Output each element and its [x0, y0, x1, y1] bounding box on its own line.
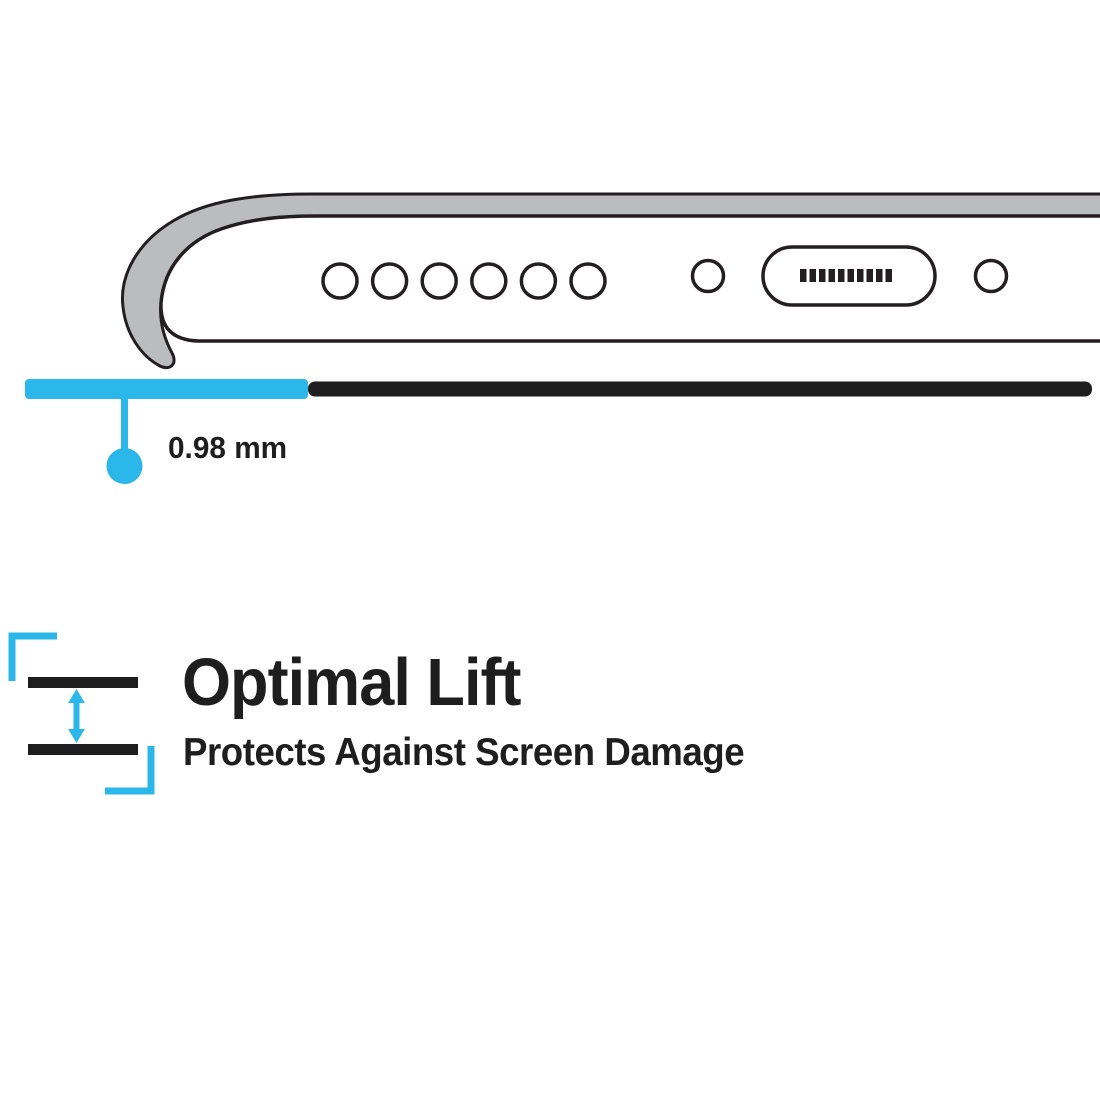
case-edge-lift-bar [25, 379, 308, 399]
speaker-hole-icon [569, 262, 607, 300]
speaker-hole-icon [370, 262, 409, 300]
surface-line-bar [308, 381, 1092, 397]
feature-subtitle: Protects Against Screen Damage [183, 731, 745, 774]
speaker-hole-icon [420, 262, 458, 300]
mic-hole-icon [690, 258, 726, 294]
phone-body-shape [159, 214, 1100, 343]
lift-gap-icon [8, 632, 155, 795]
vertical-double-arrow-icon [68, 689, 85, 743]
speaker-hole-icon [470, 262, 508, 300]
measurement-label: 0.98 mm [168, 430, 288, 465]
charging-port-pins [800, 269, 892, 282]
feature-title: Optimal Lift [182, 645, 522, 720]
corner-bracket-top-left-icon [8, 632, 57, 681]
phone-bottom-illustration [25, 192, 1100, 484]
gap-line-bottom [28, 744, 138, 755]
corner-bracket-bottom-right-icon [105, 746, 155, 795]
mic-hole-right-icon [973, 258, 1009, 294]
speaker-holes [321, 262, 607, 300]
speaker-hole-icon [519, 262, 558, 300]
speaker-hole-icon [321, 262, 359, 300]
measurement-pointer-dot [106, 448, 143, 484]
gap-line-top [28, 677, 138, 688]
measurement-pointer-line [121, 398, 128, 452]
